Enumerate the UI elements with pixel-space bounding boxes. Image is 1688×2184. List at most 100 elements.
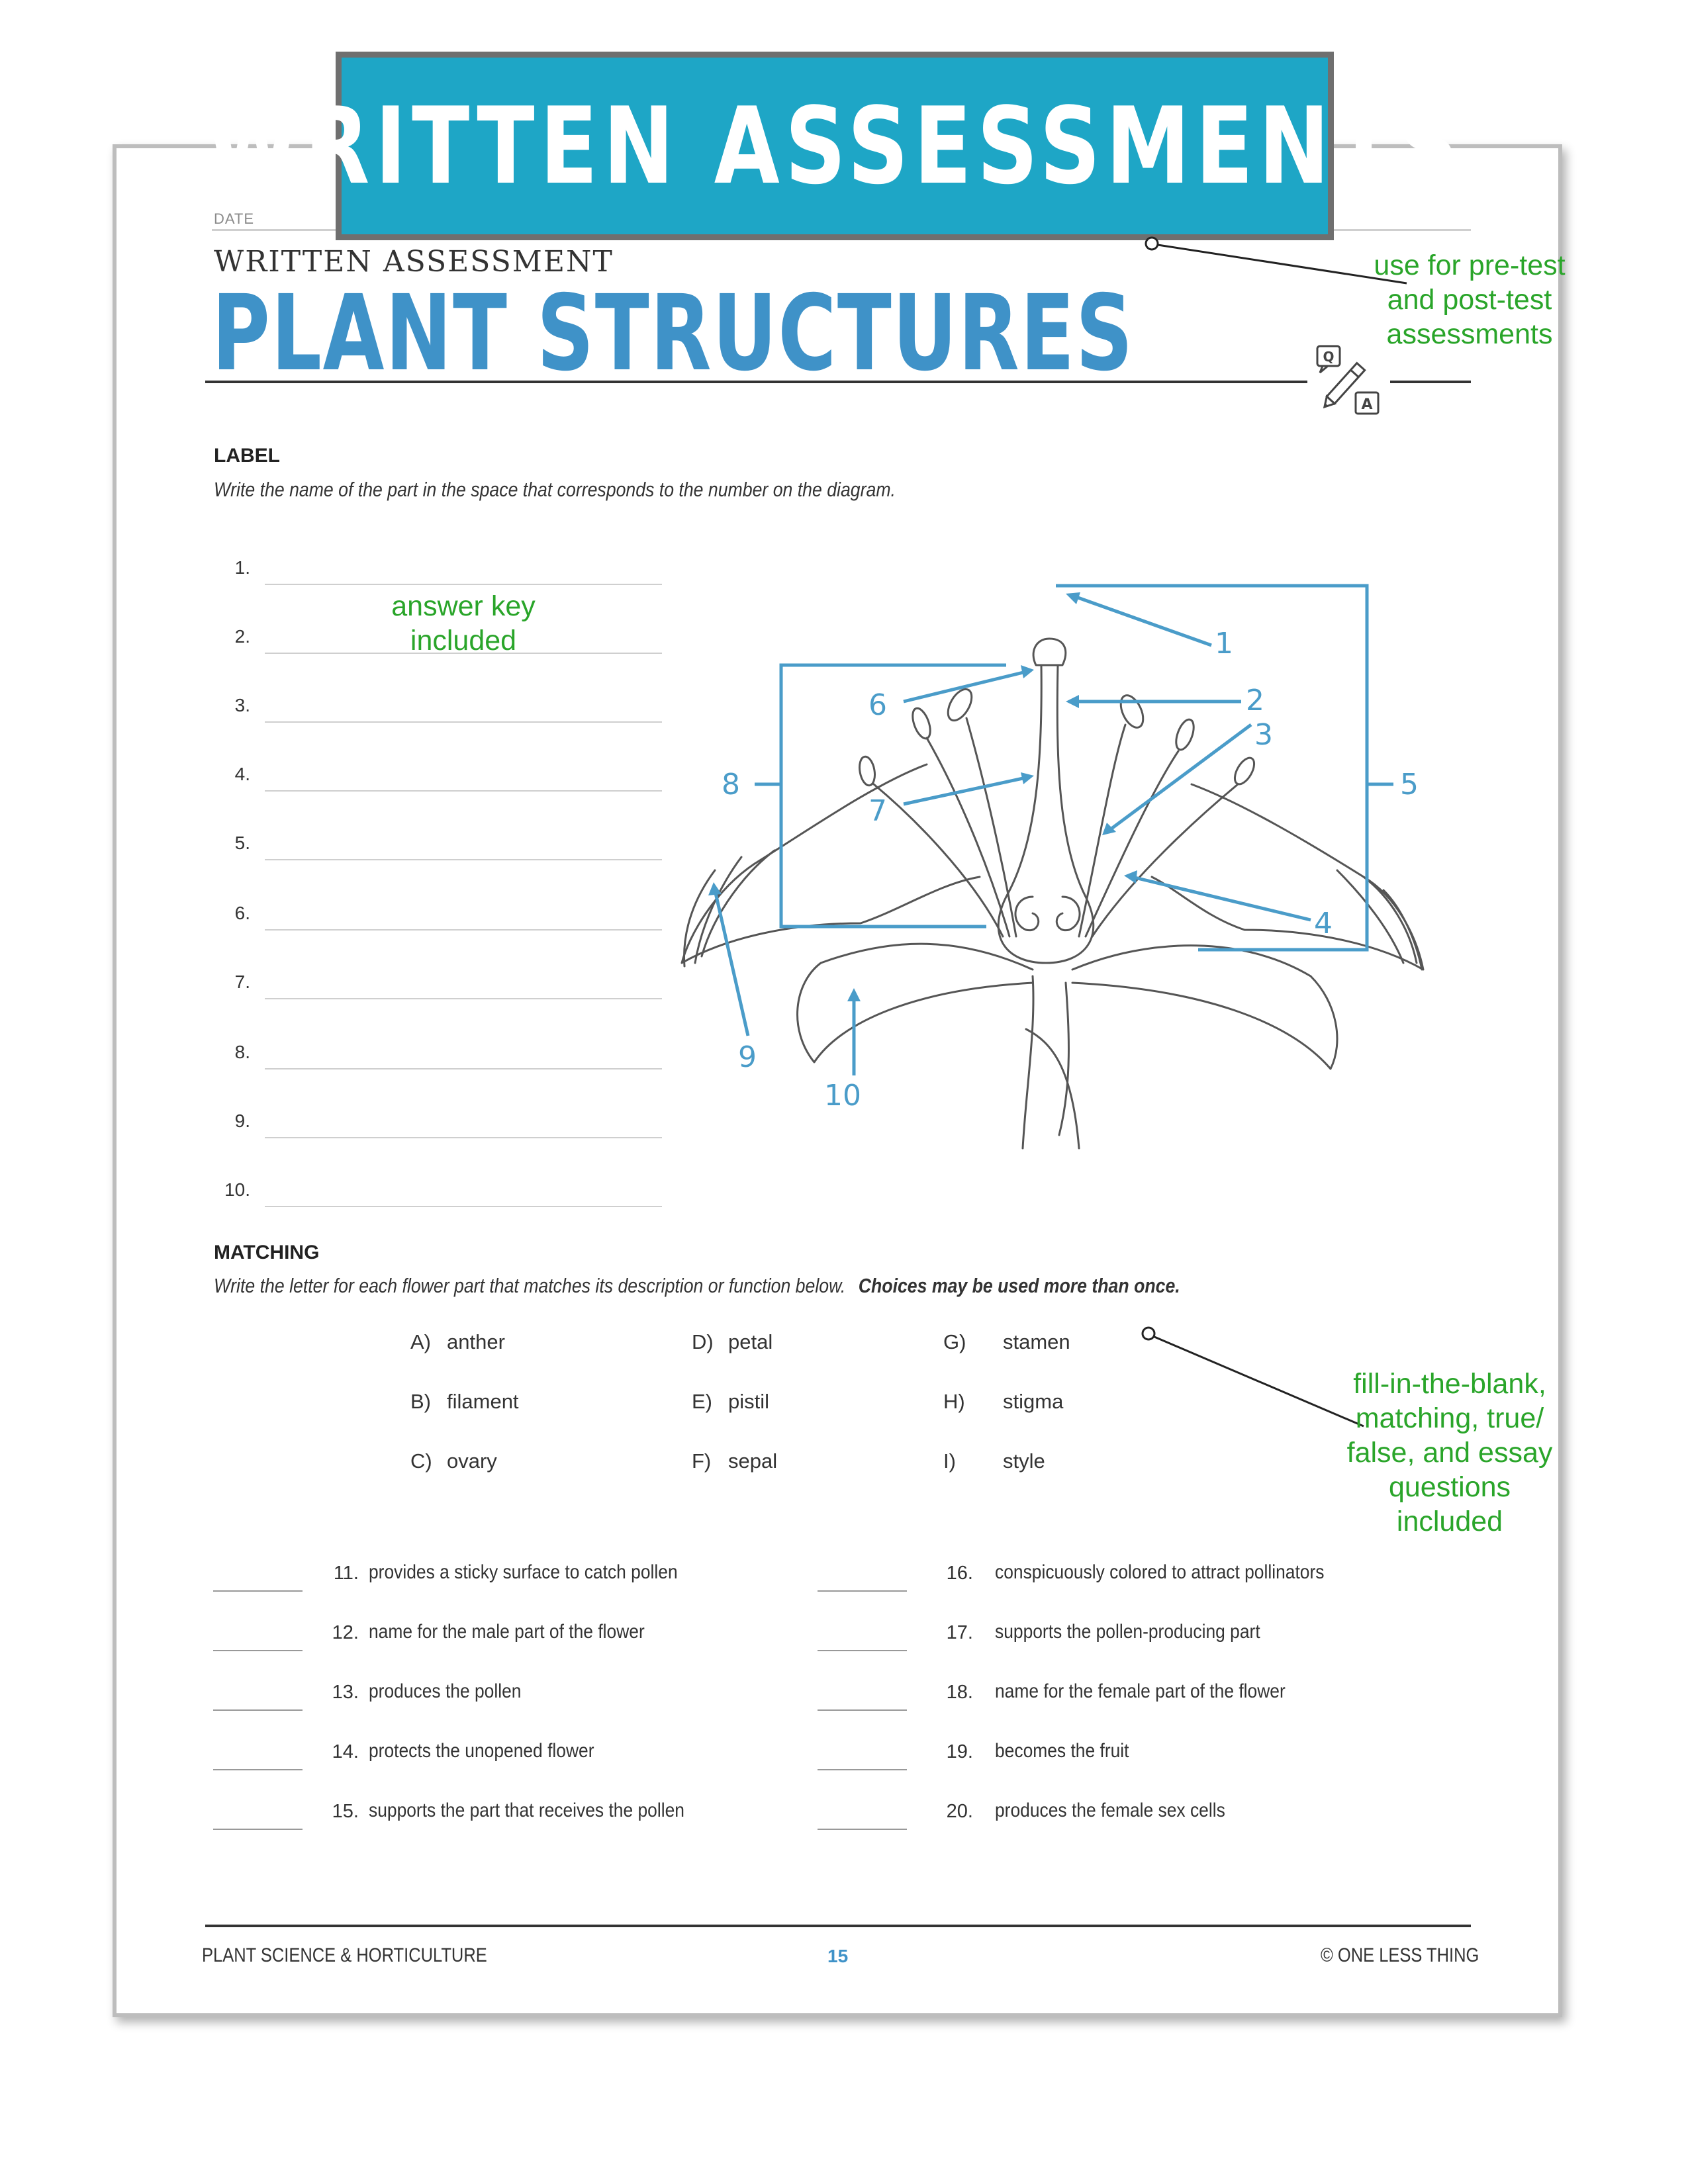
- choice-word: style: [1003, 1449, 1045, 1473]
- answer-blank[interactable]: [265, 1068, 662, 1069]
- question-types-callout-line: fill-in-the-blank,: [1353, 1368, 1546, 1400]
- choice-item: D) petal: [692, 1330, 773, 1354]
- label-answer-line: 7.: [218, 964, 662, 1032]
- matching-answer-blank[interactable]: [818, 1829, 907, 1830]
- matching-answer-blank[interactable]: [213, 1709, 303, 1711]
- matching-question: 13. produces the pollen: [213, 1678, 809, 1731]
- choice-item: G)stamen: [943, 1330, 1070, 1354]
- answer-blank[interactable]: [265, 721, 662, 723]
- answer-blank[interactable]: [265, 1137, 662, 1138]
- choice-item: B)filament: [410, 1390, 519, 1414]
- matching-question: 18. name for the female part of the flow…: [818, 1678, 1413, 1731]
- matching-question: 12. name for the male part of the flower: [213, 1618, 809, 1671]
- matching-question: 11. provides a sticky surface to catch p…: [213, 1559, 809, 1612]
- choice-item: H)stigma: [943, 1390, 1063, 1414]
- label-number: 6.: [234, 903, 250, 923]
- choice-item: I) style: [943, 1449, 1045, 1473]
- matching-answer-blank[interactable]: [213, 1769, 303, 1770]
- choice-letter: D): [692, 1330, 714, 1353]
- question-number: 12.: [332, 1622, 359, 1643]
- flower-diagram: 1 2 3 4 5 6 7 8 9 10: [680, 584, 1425, 1150]
- question-types-callout-line: questions: [1388, 1471, 1511, 1503]
- callout-number-7: 7: [868, 794, 887, 828]
- question-types-callout-line: matching, true/: [1355, 1402, 1544, 1434]
- question-types-callout: fill-in-the-blank, matching, true/ false…: [1337, 1367, 1562, 1539]
- worksheet-subtitle: WRITTEN ASSESSMENT: [214, 245, 614, 279]
- worksheet-page: [113, 144, 1562, 2017]
- choice-item: C)ovary: [410, 1449, 497, 1473]
- choice-word: ovary: [447, 1449, 497, 1473]
- diagram-leaders: [713, 584, 1393, 1075]
- label-number: 5.: [234, 833, 250, 853]
- question-number: 19.: [946, 1741, 973, 1762]
- matching-question: 14. protects the unopened flower: [213, 1737, 809, 1790]
- question-number: 20.: [946, 1801, 973, 1822]
- question-number: 17.: [946, 1622, 973, 1643]
- callout-number-10: 10: [824, 1079, 861, 1113]
- matching-answer-blank[interactable]: [213, 1590, 303, 1592]
- choice-word: petal: [728, 1330, 773, 1353]
- choice-item: E)pistil: [692, 1390, 769, 1414]
- answer-key-callout-line: answer key: [391, 590, 536, 622]
- choice-letter: E): [692, 1390, 712, 1413]
- label-heading: LABEL: [214, 445, 280, 467]
- question-types-callout-line: included: [1396, 1506, 1503, 1537]
- qa-pencil-icon: Q A: [1316, 345, 1380, 415]
- answer-blank[interactable]: [265, 1206, 662, 1207]
- question-text: name for the male part of the flower: [369, 1621, 645, 1643]
- answer-blank[interactable]: [265, 790, 662, 792]
- callout-number-3: 3: [1254, 718, 1273, 752]
- question-number: 16.: [946, 1563, 973, 1584]
- question-text: produces the female sex cells: [995, 1799, 1225, 1821]
- matching-answer-blank[interactable]: [818, 1709, 907, 1711]
- choice-item: F)sepal: [692, 1449, 777, 1473]
- question-number: 18.: [946, 1682, 973, 1703]
- matching-instruction-bold: Choices may be used more than once.: [858, 1274, 1180, 1297]
- matching-answer-blank[interactable]: [213, 1829, 303, 1830]
- matching-question: 20. produces the female sex cells: [818, 1797, 1413, 1850]
- choice-letter: H): [943, 1390, 965, 1413]
- callout-number-9: 9: [738, 1040, 757, 1074]
- date-label: DATE: [214, 210, 255, 227]
- matching-question: 19. becomes the fruit: [818, 1737, 1413, 1790]
- answer-blank[interactable]: [265, 859, 662, 860]
- label-answer-line: 8.: [218, 1034, 662, 1103]
- footer-rule: [205, 1925, 1471, 1927]
- answer-blank[interactable]: [265, 998, 662, 999]
- callout-number-1: 1: [1215, 627, 1233, 660]
- svg-text:Q: Q: [1323, 349, 1334, 365]
- choice-word: sepal: [728, 1449, 778, 1473]
- title-rule-right: [1390, 381, 1471, 383]
- label-answer-line: 2.: [218, 618, 662, 687]
- matching-question: 17. supports the pollen-producing part: [818, 1618, 1413, 1671]
- label-answer-line: 10.: [218, 1171, 662, 1240]
- page-number: 15: [827, 1946, 849, 1966]
- choice-letter: I): [943, 1449, 956, 1473]
- label-instruction: Write the name of the part in the space …: [214, 478, 896, 501]
- callout-number-8: 8: [722, 768, 740, 801]
- answer-blank[interactable]: [265, 584, 662, 585]
- callout-number-4: 4: [1314, 907, 1333, 940]
- question-text: produces the pollen: [369, 1680, 522, 1702]
- label-number: 8.: [234, 1042, 250, 1062]
- matching-answer-blank[interactable]: [818, 1769, 907, 1770]
- matching-answer-blank[interactable]: [213, 1650, 303, 1651]
- choice-word: anther: [447, 1330, 505, 1353]
- label-number: 2.: [234, 626, 250, 647]
- choice-item: A)anther: [410, 1330, 505, 1354]
- label-answer-line: 6.: [218, 895, 662, 964]
- diagram-callout-numbers: 1 2 3 4 5 6 7 8 9 10: [722, 627, 1419, 1113]
- label-number: 9.: [234, 1111, 250, 1131]
- matching-question: 15. supports the part that receives the …: [213, 1797, 809, 1850]
- answer-blank[interactable]: [265, 929, 662, 931]
- matching-answer-blank[interactable]: [818, 1650, 907, 1651]
- question-text: becomes the fruit: [995, 1740, 1129, 1762]
- label-number: 4.: [234, 764, 250, 784]
- label-answer-line: 3.: [218, 687, 662, 756]
- answer-key-callout: answer key included: [357, 589, 569, 658]
- matching-answer-blank[interactable]: [818, 1590, 907, 1592]
- choice-bank: A)anther B)filament C)ovary D) petal E)pi…: [410, 1330, 1337, 1529]
- answer-blank[interactable]: [265, 653, 662, 654]
- label-number: 10.: [224, 1179, 250, 1200]
- label-answer-line: 9.: [218, 1103, 662, 1171]
